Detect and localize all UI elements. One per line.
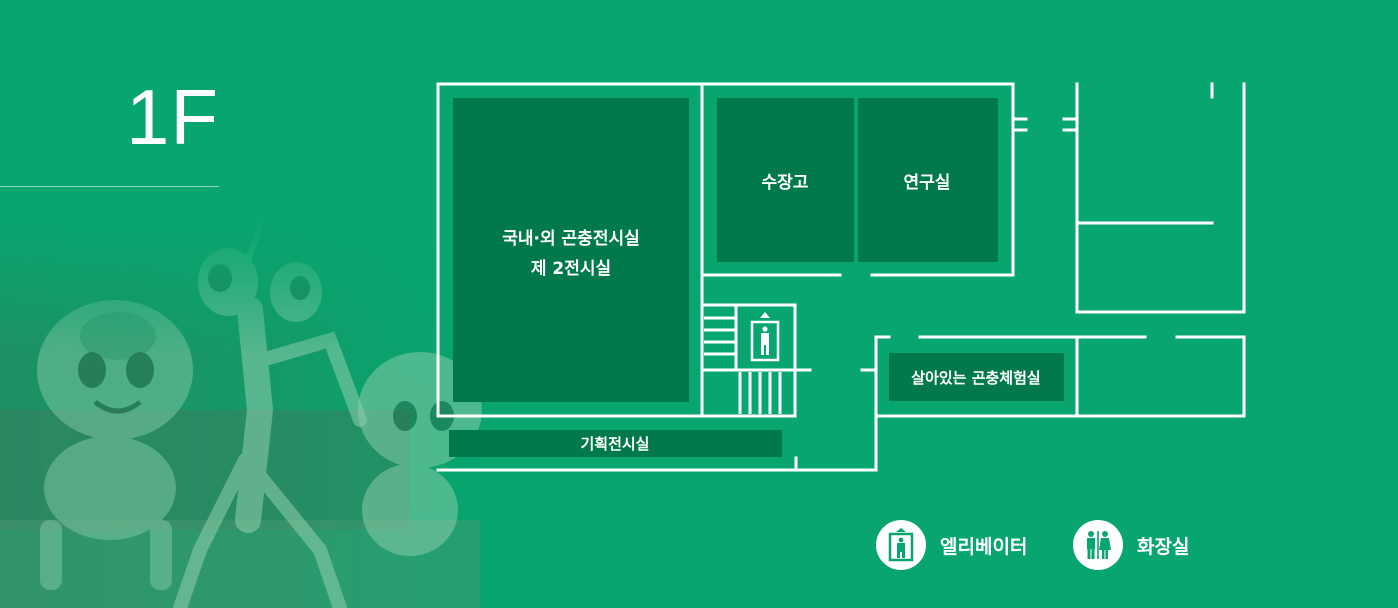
room-label-exhibition-line2: 제 2전시실 xyxy=(531,259,611,279)
walls xyxy=(436,82,1246,472)
room-lab[interactable] xyxy=(858,98,998,262)
room-special-exhibition[interactable] xyxy=(449,430,782,457)
room-label-lab: 연구실 xyxy=(904,173,951,193)
legend-label: 화장실 xyxy=(1137,535,1190,558)
mascot-photo xyxy=(0,220,520,608)
room-label-live-insect: 살아있는 곤충체험실 xyxy=(911,369,1040,387)
legend-elevator: 엘리베이터 xyxy=(876,520,1027,570)
legend-restroom: 화장실 xyxy=(1073,520,1189,570)
restroom-icon xyxy=(1073,520,1123,570)
room-live-insect[interactable] xyxy=(889,353,1064,401)
room-label-special-exhibition: 기획전시실 xyxy=(580,435,649,453)
floor-number: 1F xyxy=(126,73,220,161)
elevator-icon xyxy=(750,312,780,362)
stairs xyxy=(704,305,782,414)
room-exhibition-hall-2[interactable] xyxy=(453,98,689,402)
elevator-legend-icon xyxy=(876,520,926,570)
legend-label: 엘리베이터 xyxy=(940,535,1028,558)
room-label-storage: 수장고 xyxy=(762,173,809,193)
floor-divider xyxy=(0,186,219,187)
room-label-exhibition-line1: 국내·외 곤충전시실 xyxy=(502,229,640,249)
room-storage[interactable] xyxy=(717,98,854,262)
